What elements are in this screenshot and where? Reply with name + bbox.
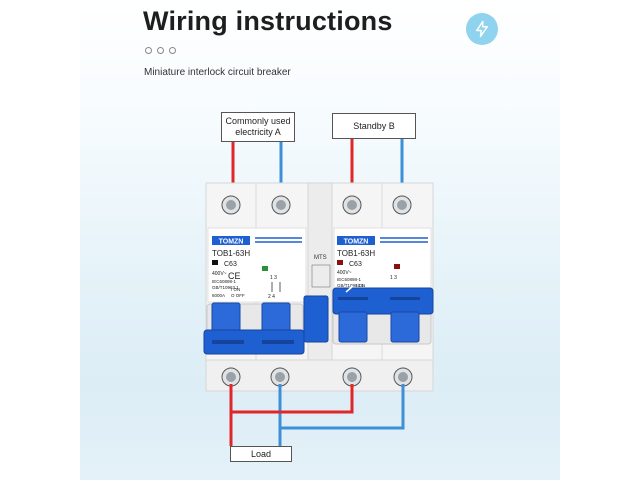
breaking-capacity: 6000A xyxy=(212,293,225,298)
bottom-terminal-screws xyxy=(205,359,434,392)
decorative-dots xyxy=(145,47,176,54)
load-label: Load xyxy=(230,446,292,462)
voltage-right: 400V~ xyxy=(337,270,352,276)
top-terminal-screws xyxy=(221,195,412,215)
page-title: Wiring instructions xyxy=(143,6,393,36)
left-breaker-handle[interactable] xyxy=(203,295,329,355)
left-breaker-label: TOB1-63H C63 400V~ CE IEC60898-1 GB/T109… xyxy=(212,249,281,300)
source-b-label: Standby B xyxy=(332,113,416,139)
on-mark-right: I ON xyxy=(356,283,365,288)
model-left: TOB1-63H xyxy=(212,249,250,258)
brand-logo-left: TOMZN xyxy=(219,239,244,246)
standard-2-right: GB/T10963.1 xyxy=(337,283,364,288)
mts-module: MTS xyxy=(311,255,331,288)
brand-logo-right: TOMZN xyxy=(344,239,369,246)
rating-left: C63 xyxy=(224,261,237,268)
lightning-bolt-icon xyxy=(466,13,498,45)
source-a-label: Commonly used electricity A xyxy=(221,112,295,142)
ce-mark-left: CE xyxy=(228,271,241,281)
output-wires xyxy=(229,384,405,446)
terminals-top-right: 1 3 xyxy=(390,275,397,281)
page-subtitle: Miniature interlock circuit breaker xyxy=(144,67,291,78)
right-breaker-label: TOB1-63H C63 400V~ IEC60898-1 GB/T10963.… xyxy=(337,249,400,288)
terminals-top-left: 1 3 xyxy=(270,275,277,281)
standard-1-right: IEC60898-1 xyxy=(337,277,362,282)
standard-2-left: GB/T10963.1 xyxy=(212,285,239,290)
brand-logos: TOMZN TOMZN xyxy=(212,236,428,246)
on-mark-left: I ON xyxy=(231,287,240,292)
rating-right: C63 xyxy=(349,261,362,268)
right-margin xyxy=(560,0,640,480)
off-mark-left: O OFF xyxy=(231,293,245,298)
terminals-bottom-left: 2 4 xyxy=(268,294,275,300)
left-margin xyxy=(0,0,80,480)
mts-label: MTS xyxy=(314,255,327,261)
model-right: TOB1-63H xyxy=(337,249,375,258)
standard-1-left: IEC60898-1 xyxy=(212,279,237,284)
right-breaker-handle[interactable] xyxy=(332,285,434,345)
voltage-left: 400V~ xyxy=(212,271,227,277)
